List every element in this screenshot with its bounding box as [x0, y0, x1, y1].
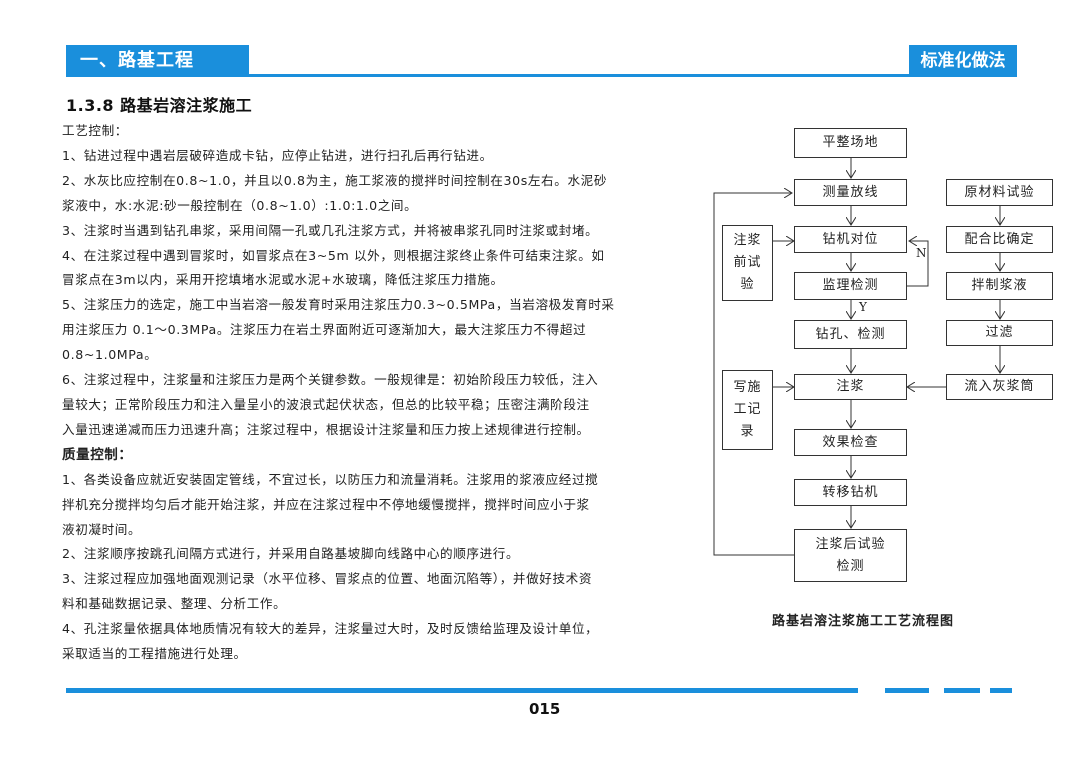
body-line: 1、各类设备应就近安装固定管线，不宜过长，以防压力和流量消耗。注浆用的浆液应经过… — [62, 471, 599, 487]
body-line: 0.8~1.0MPa。 — [62, 347, 158, 363]
body-line: 5、注浆压力的选定，施工中当岩溶一般发育时采用注浆压力0.3~0.5MPa，当岩… — [62, 297, 615, 313]
body-line: 采取适当的工程措施进行处理。 — [62, 646, 247, 662]
body-line: 1、钻进过程中遇岩层破碎造成卡钻，应停止钻进，进行扫孔后再行钻进。 — [62, 147, 493, 163]
body-line: 工艺控制： — [62, 123, 128, 138]
flow-box-mix: 配合比确定 — [946, 226, 1053, 253]
flow-box-effect: 效果检查 — [794, 429, 907, 456]
header-rule — [249, 74, 909, 77]
section-title: 1.3.8 路基岩溶注浆施工 — [66, 96, 253, 115]
footer-dash — [885, 688, 929, 693]
flow-box-rig: 钻机对位 — [794, 226, 907, 253]
body-line: 入量迅速递减而压力迅速升高；注浆过程中，根据设计注浆量和压力按上述规律进行控制。 — [62, 421, 590, 437]
body-line: 4、孔注浆量依据具体地质情况有较大的差异，注浆量过大时，及时反馈给监理及设计单位… — [62, 621, 599, 637]
flow-box-stir: 拌制浆液 — [946, 272, 1053, 300]
flow-box-survey: 测量放线 — [794, 179, 907, 206]
body-line: 3、注浆时当遇到钻孔串浆，采用间隔一孔或几孔注浆方式，并将被串浆孔同时注浆或封堵… — [62, 222, 599, 238]
body-line: 浆液中，水:水泥:砂一般控制在（0.8~1.0）:1.0:1.0之间。 — [62, 197, 418, 213]
body-line: 冒浆点在3m以内，采用开挖填堵水泥或水泥+水玻璃，降低注浆压力措施。 — [62, 272, 504, 288]
section-header-left: 一、路基工程 — [66, 45, 249, 77]
body-line: 6、注浆过程中，注浆量和注浆压力是两个关键参数。一般规律是：初始阶段压力较低，注… — [62, 372, 599, 388]
body-line: 量较大；正常阶段压力和注入量呈小的波浪式起伏状态，但总的比较平稳；压密注满阶段注 — [62, 396, 590, 412]
flow-box-record: 写施 工记 录 — [722, 370, 773, 450]
body-line: 2、注浆顺序按跳孔间隔方式进行，并采用自路基坡脚向线路中心的顺序进行。 — [62, 546, 520, 562]
body-line: 用注浆压力 0.1～0.3MPa。注浆压力在岩土界面附近可逐渐加大，最大注浆压力… — [62, 322, 587, 338]
body-line: 4、在注浆过程中遇到冒浆时，如冒浆点在3~5m 以外，则根据注浆终止条件可结束注… — [62, 247, 605, 263]
flow-box-drill: 钻孔、检测 — [794, 320, 907, 349]
flow-box-supervise: 监理检测 — [794, 272, 907, 300]
flow-box-move: 转移钻机 — [794, 479, 907, 506]
footer-dash — [944, 688, 980, 693]
subheading: 质量控制： — [62, 446, 133, 463]
body-text: 工艺控制： 1、钻进过程中遇岩层破碎造成卡钻，应停止钻进，进行扫孔后再行钻进。 2、… — [62, 119, 688, 667]
yes-label: Y — [859, 300, 867, 314]
body-line: 拌机充分搅拌均匀后才能开始注浆，并应在注浆过程中不停地缓慢搅拌，搅拌时间应小于浆 — [62, 496, 590, 512]
section-header-right: 标准化做法 — [909, 45, 1017, 77]
flow-box-tank: 流入灰浆筒 — [946, 374, 1053, 400]
body-line: 料和基础数据记录、整理、分析工作。 — [62, 596, 287, 612]
body-line: 3、注浆过程应加强地面观测记录（水平位移、冒浆点的位置、地面沉陷等），并做好技术… — [62, 571, 593, 587]
footer-rule — [66, 688, 858, 693]
flow-box-level: 平整场地 — [794, 128, 907, 158]
flow-box-grout: 注浆 — [794, 374, 907, 400]
body-line: 液初凝时间。 — [62, 521, 142, 537]
footer-dash — [990, 688, 1012, 693]
flow-box-posttest: 注浆后试验 检测 — [794, 529, 907, 582]
no-label: N — [916, 246, 927, 260]
flowchart-caption: 路基岩溶注浆施工工艺流程图 — [772, 614, 955, 629]
flow-box-pretest: 注浆 前试 验 — [722, 225, 773, 301]
flow-box-filter: 过滤 — [946, 320, 1053, 346]
page-number: 015 — [529, 700, 561, 718]
flow-box-material: 原材料试验 — [946, 179, 1053, 206]
body-line: 2、水灰比应控制在0.8~1.0，并且以0.8为主，施工浆液的搅拌时间控制在30… — [62, 172, 608, 188]
